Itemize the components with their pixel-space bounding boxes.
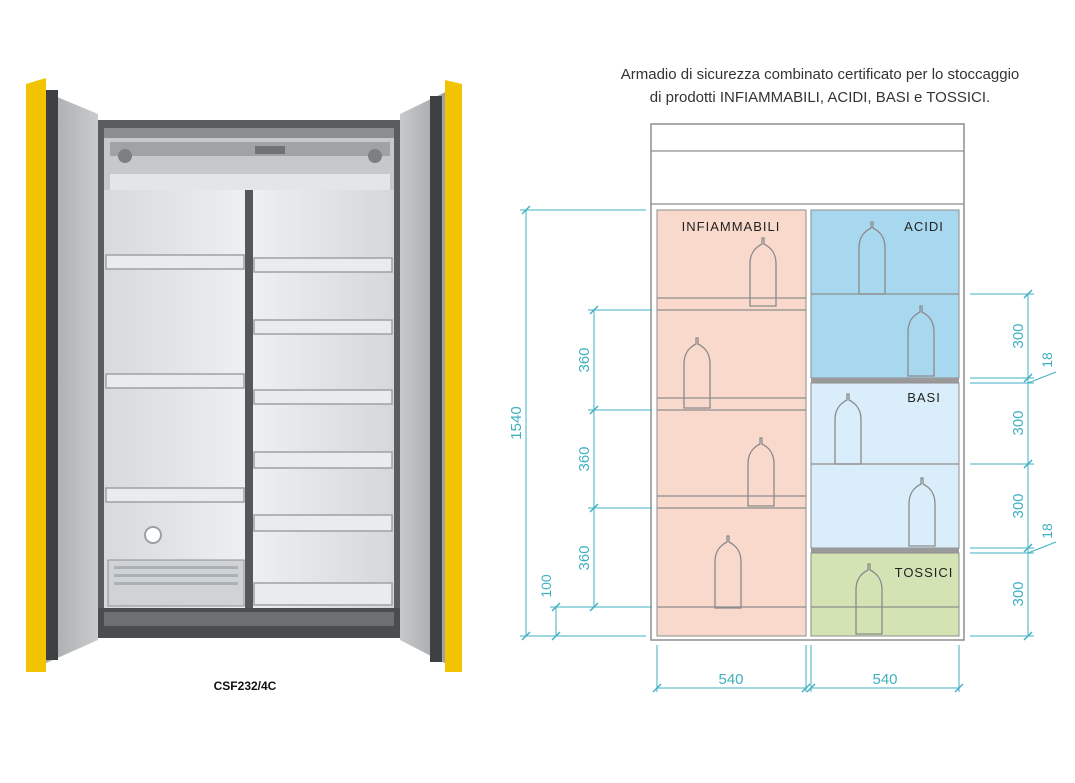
vent-icon <box>144 526 162 544</box>
bottle-icon <box>908 477 936 547</box>
shelf-spacing-left-1: 360 <box>576 347 593 372</box>
bottle-icon <box>749 237 777 307</box>
tray-thickness-1: 18 <box>1039 352 1055 368</box>
basi-section <box>810 382 960 549</box>
bottle-icon <box>907 305 935 377</box>
product-code: CSF232/4C <box>213 679 277 693</box>
basi-label: BASI <box>907 390 941 405</box>
bottle-icon <box>858 221 886 295</box>
tray-thickness-2: 18 <box>1039 523 1055 539</box>
diagram-title: Armadio di sicurezza combinato certifica… <box>560 63 1075 109</box>
infiammabili-section <box>656 209 807 637</box>
shelf-spacing-right-2: 300 <box>1010 410 1027 435</box>
shelf-spacing-left-3: 360 <box>576 545 593 570</box>
acidi-label: ACIDI <box>904 219 944 234</box>
total-height-label: 1540 <box>508 406 525 439</box>
width-left-label: 540 <box>718 671 743 688</box>
shelf-spacing-left-2: 360 <box>576 446 593 471</box>
center-divider <box>245 190 253 610</box>
title-line-1: Armadio di sicurezza combinato certifica… <box>620 66 1020 83</box>
acidi-tray <box>811 378 959 383</box>
tossici-label: TOSSICI <box>895 565 954 580</box>
bottle-icon <box>747 437 775 507</box>
title-line-2: di prodotti INFIAMMABILI, ACIDI, BASI e … <box>649 89 991 106</box>
bottle-icon <box>834 393 862 465</box>
shelf-spacing-right-3: 300 <box>1010 493 1027 518</box>
shelf-spacing-right-1: 300 <box>1010 323 1027 348</box>
bottle-icon <box>855 563 883 635</box>
left-shelves <box>105 254 245 503</box>
bottle-icon <box>683 337 711 409</box>
shelf-spacing-right-4: 300 <box>1010 581 1027 606</box>
infiammabili-label: INFIAMMABILI <box>682 219 781 234</box>
width-right-label: 540 <box>872 671 897 688</box>
base-height-label: 100 <box>538 574 554 598</box>
bottle-icon <box>714 535 742 609</box>
basi-tray <box>811 548 959 553</box>
right-shelves <box>253 257 393 606</box>
bottle-icons <box>683 221 936 635</box>
cabinet-photo <box>26 78 462 672</box>
tossici-section <box>810 552 960 637</box>
